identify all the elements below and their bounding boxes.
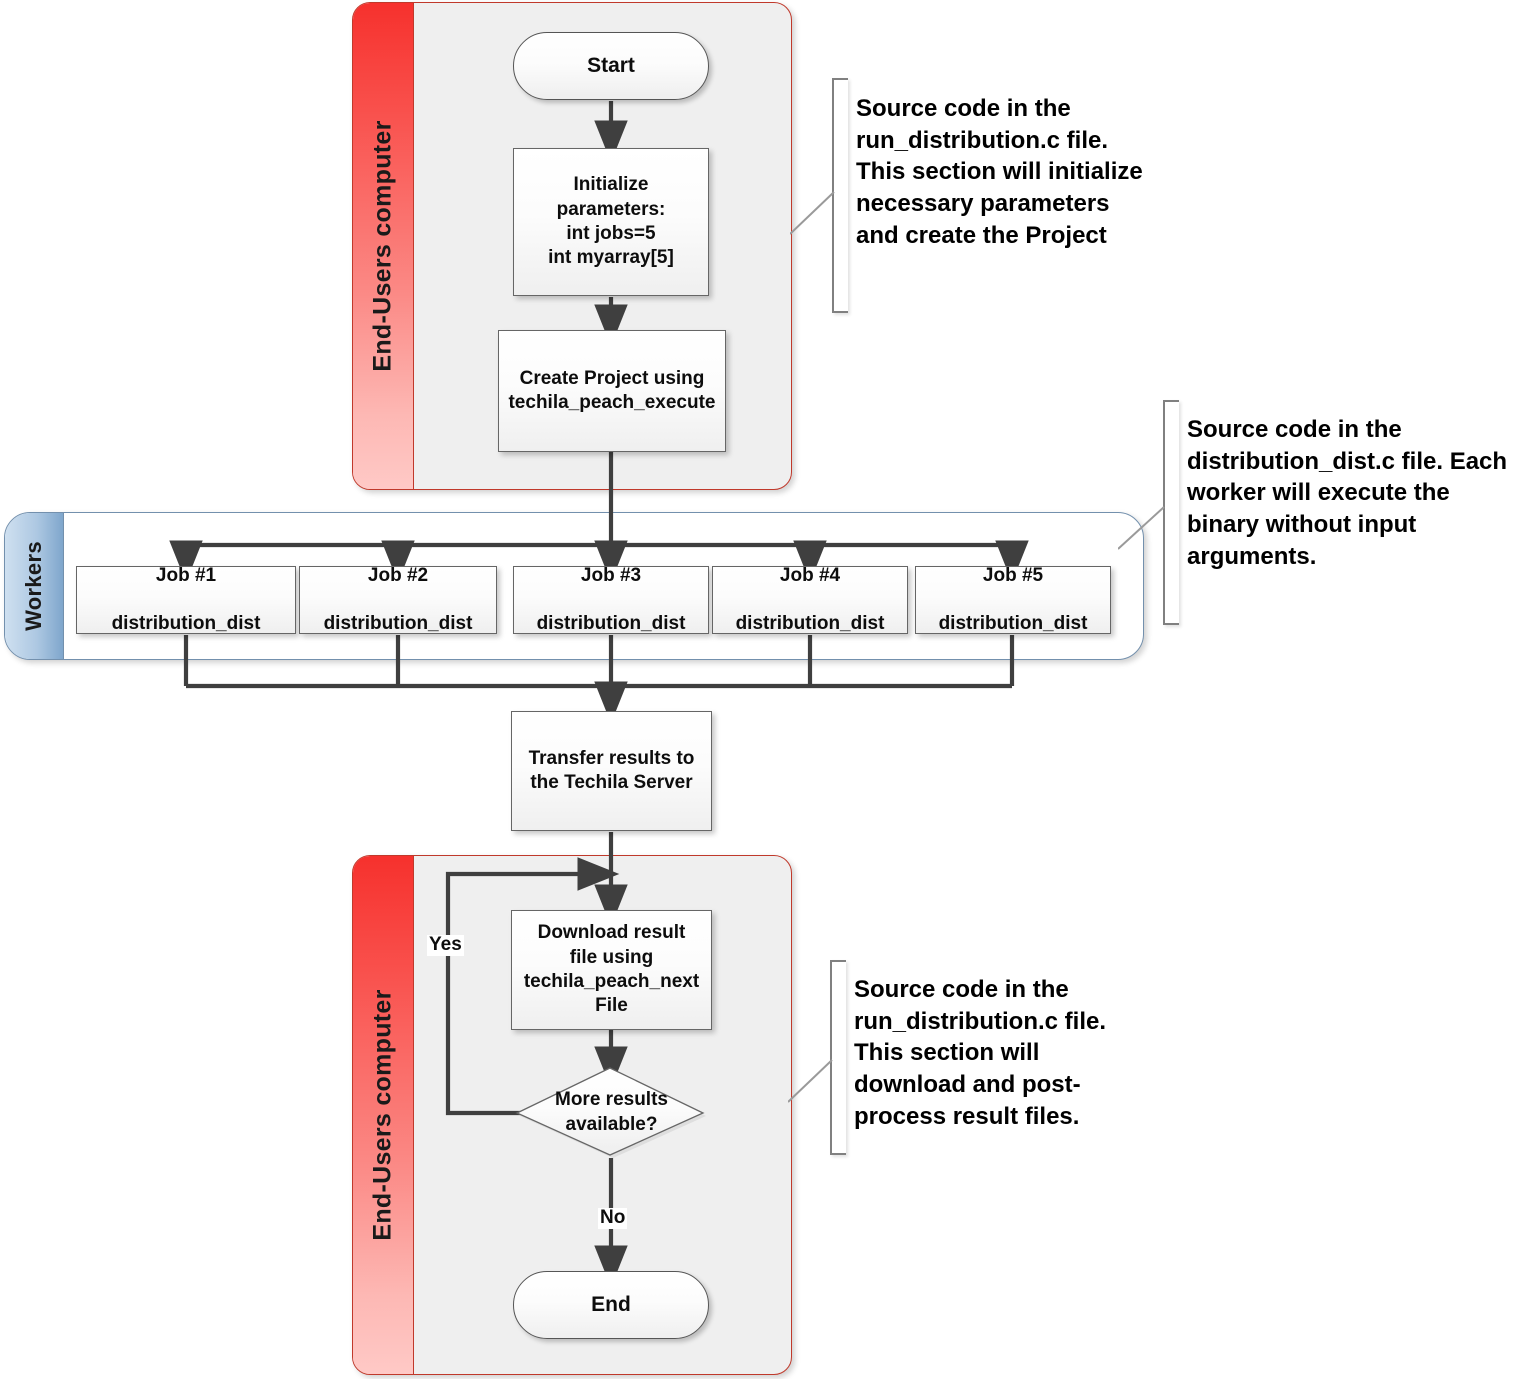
job-box: Job #4 distribution_dist <box>712 564 908 637</box>
node-end: End <box>513 1271 709 1339</box>
lane-band-bottom: End-Users computer <box>353 856 414 1374</box>
job-box-text: Job #5 distribution_dist <box>927 564 1100 637</box>
edge-label-no: No <box>598 1207 628 1229</box>
job-binary: distribution_dist <box>735 613 885 635</box>
job-binary: distribution_dist <box>323 613 473 635</box>
annotation-bracket-icon <box>832 78 848 313</box>
annotation-workers: Source code in the distribution_dist.c f… <box>1163 400 1523 625</box>
annotation-leader-line-download <box>788 1059 833 1103</box>
job-box-text: Job #4 distribution_dist <box>724 564 897 637</box>
node-start: Start <box>513 32 709 100</box>
lane-label-workers: Workers <box>21 541 46 631</box>
job-box: Job #3 distribution_dist <box>513 564 709 637</box>
annotation-workers-text: Source code in the distribution_dist.c f… <box>1187 416 1508 570</box>
lane-band-workers: Workers <box>5 513 64 659</box>
node-transfer-results: Transfer results to the Techila Server <box>511 711 712 831</box>
lane-label-end-users-computer-top: End-Users computer <box>368 120 397 372</box>
job-binary: distribution_dist <box>536 613 686 635</box>
lane-label-end-users-computer-bottom: End-Users computer <box>368 989 397 1241</box>
job-binary: distribution_dist <box>938 613 1088 635</box>
job-box-text: Job #2 distribution_dist <box>312 564 485 637</box>
job-title: Job #4 <box>779 564 841 586</box>
edge-label-yes: Yes <box>427 934 464 956</box>
node-transfer-results-label: Transfer results to the Techila Server <box>528 747 695 793</box>
node-download-result: Download result file using techila_peach… <box>511 910 712 1030</box>
annotation-initialize: Source code in the run_distribution.c fi… <box>832 78 1162 313</box>
annotation-download: Source code in the run_distribution.c fi… <box>830 960 1160 1155</box>
job-box: Job #5 distribution_dist <box>915 564 1111 637</box>
job-box-text: Job #1 distribution_dist <box>100 564 273 637</box>
node-download-result-label: Download result file using techila_peach… <box>523 922 700 1017</box>
node-start-label: Start <box>587 53 635 77</box>
annotation-initialize-text: Source code in the run_distribution.c fi… <box>856 95 1143 249</box>
node-create-project: Create Project using techila_peach_execu… <box>498 330 726 452</box>
job-box: Job #1 distribution_dist <box>76 564 296 637</box>
lane-band-top: End-Users computer <box>353 3 414 489</box>
job-box: Job #2 distribution_dist <box>299 564 497 637</box>
annotation-leader-line-initialize <box>790 191 835 235</box>
job-title: Job #5 <box>982 564 1044 586</box>
annotation-download-text: Source code in the run_distribution.c fi… <box>854 976 1107 1130</box>
node-initialize-parameters-label: Initialize parameters: int jobs=5 int my… <box>548 174 674 269</box>
job-title: Job #1 <box>155 564 217 586</box>
node-decision-more-results: More results available? <box>513 1065 710 1161</box>
job-box-text: Job #3 distribution_dist <box>525 564 698 637</box>
annotation-leader-line-workers <box>1118 506 1165 550</box>
annotation-bracket-icon <box>830 960 846 1155</box>
node-create-project-label: Create Project using techila_peach_execu… <box>508 367 716 413</box>
annotation-bracket-icon <box>1163 400 1179 625</box>
job-title: Job #2 <box>367 564 429 586</box>
node-initialize-parameters: Initialize parameters: int jobs=5 int my… <box>513 148 709 296</box>
job-title: Job #3 <box>580 564 642 586</box>
node-end-label: End <box>591 1292 631 1316</box>
job-binary: distribution_dist <box>111 613 261 635</box>
